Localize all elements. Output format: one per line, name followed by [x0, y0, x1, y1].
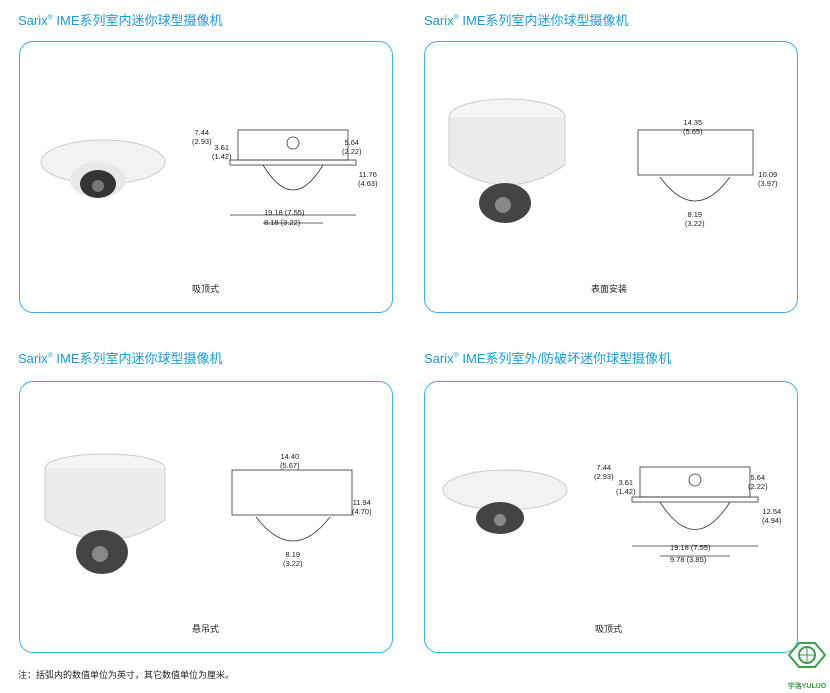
caption-2: 表面安装 [591, 284, 628, 294]
caption-3: 悬吊式 [192, 624, 220, 634]
dim-label: 19.18 (7.55) [670, 543, 711, 552]
footnote: 注：括弧内的数值单位为英寸，其它数值单位为厘米。 [18, 670, 235, 680]
caption-1: 吸顶式 [192, 284, 220, 294]
dim-label: 5.64(2.22) [748, 473, 768, 491]
panel-title-1: Sarix® IME系列室内迷你球型摄像机 [18, 13, 223, 28]
dimension-drawing-4 [631, 466, 759, 557]
dim-label: 9.78 (3.85) [670, 555, 707, 564]
dim-label: 14.40(5.67) [280, 452, 300, 470]
panel-title-4: Sarix® IME系列室外/防破坏迷你球型摄像机 [424, 351, 672, 366]
dim-label: 8.19(3.22) [283, 550, 303, 568]
camera-photo-vandal [442, 469, 568, 534]
dim-label: 10.09(3.97) [758, 170, 778, 188]
camera-photo-flush [40, 139, 166, 198]
dim-label: 12.54(4.94) [762, 507, 782, 525]
dim-label: 7.44(2.93) [594, 463, 614, 481]
dim-label: 5.64(2.22) [342, 138, 362, 156]
dim-label: 19.18 (7.55) [264, 208, 305, 217]
dim-label: 11.76(4.63) [358, 170, 378, 188]
dim-label: 8.19(3.22) [685, 210, 705, 228]
panel-title-2: Sarix® IME系列室内迷你球型摄像机 [424, 13, 629, 28]
camera-photo-pendant [44, 453, 166, 574]
dim-label: 11.94(4.70) [352, 498, 372, 516]
dim-label: 3.61(1.42) [212, 143, 232, 161]
dimension-drawing-2 [637, 129, 754, 202]
logo: 宇洛YULUO [784, 640, 830, 693]
dim-label: 3.61(1.42) [616, 478, 636, 496]
dimension-drawing-1 [229, 129, 357, 224]
dim-label: 14.35(5.65) [683, 118, 703, 136]
panel-title-3: Sarix® IME系列室内迷你球型摄像机 [18, 351, 223, 366]
caption-4: 吸顶式 [595, 624, 623, 634]
dimension-drawing-3 [231, 469, 353, 542]
dim-label: 8.18 (3.22) [264, 218, 301, 227]
dim-label: 7.44(2.93) [192, 128, 212, 146]
globe-logo-icon [787, 642, 827, 668]
camera-photo-surface [448, 98, 566, 223]
